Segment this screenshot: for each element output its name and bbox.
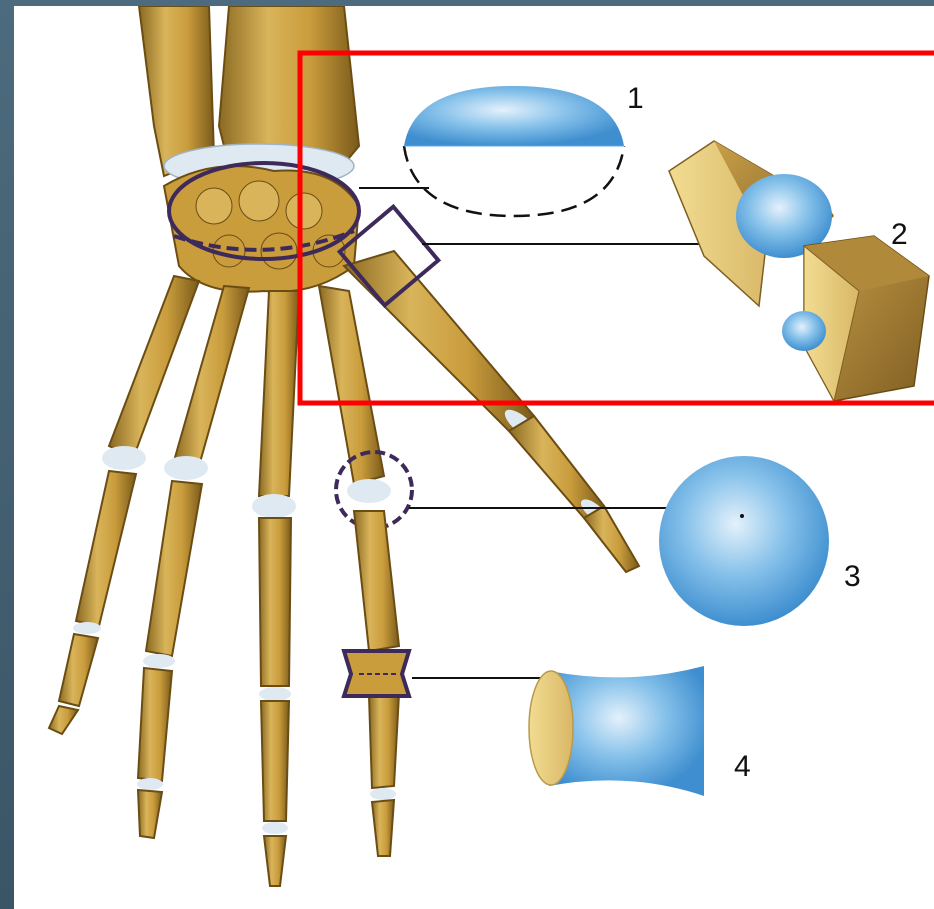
saddle-joint-shape: [669, 141, 929, 401]
label-2: 2: [891, 218, 908, 251]
label-1: 1: [627, 82, 644, 115]
hinge-joint-shape: [529, 666, 704, 796]
ball-joint-shape: [659, 456, 829, 626]
finger-middle: [137, 481, 202, 838]
hand-joints-diagram: 1 2 3 4: [14, 6, 934, 909]
ellipsoid-joint-shape: [404, 86, 624, 216]
thumb: [344, 251, 639, 572]
diagram-canvas: 1 2 3 4: [14, 6, 934, 909]
metacarpals: [109, 276, 384, 496]
finger-ring: [259, 518, 291, 886]
finger-index: [49, 471, 136, 734]
label-4: 4: [734, 750, 751, 783]
label-3: 3: [844, 560, 861, 593]
